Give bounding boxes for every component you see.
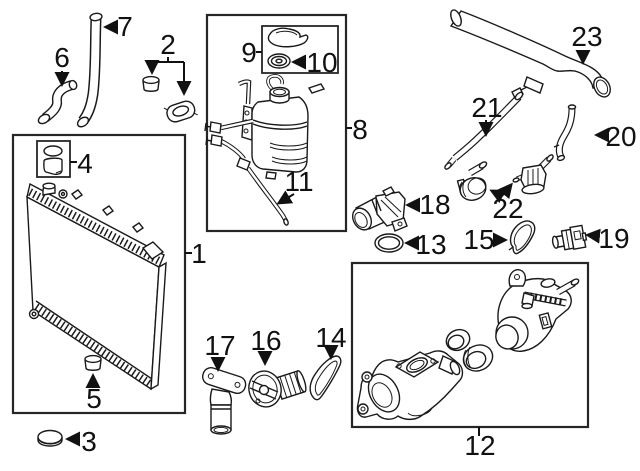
callout-23[interactable]: 23 [571, 21, 603, 65]
callout-14-label[interactable]: 14 [315, 322, 346, 353]
gasket-14-drawing [309, 355, 342, 401]
gasket-15-drawing [508, 220, 536, 255]
callout-6-label[interactable]: 6 [54, 42, 70, 73]
outlet-elbow-17-drawing [201, 367, 247, 435]
oring-13-drawing [374, 233, 404, 253]
callout-14[interactable]: 14 [315, 322, 347, 360]
reservoir-tank-drawing [237, 74, 326, 180]
water-inlet-assembly-drawing [495, 269, 580, 352]
callout-1-label[interactable]: 1 [191, 238, 207, 269]
cap-disc-drawing [37, 429, 63, 447]
callout-20-label[interactable]: 20 [605, 121, 636, 152]
callout-17-label[interactable]: 17 [204, 330, 235, 361]
callout-15-label[interactable]: 15 [463, 224, 494, 255]
callout-3-label[interactable]: 3 [81, 426, 97, 457]
callout-19[interactable]: 19 [585, 223, 630, 254]
callout-15[interactable]: 15 [463, 224, 508, 255]
callout-2[interactable]: 2 [144, 29, 192, 96]
callout-13[interactable]: 13 [404, 229, 447, 260]
sensor-19-drawing [551, 224, 588, 251]
callout-8[interactable]: 8 [346, 114, 368, 145]
callout-5-label[interactable]: 5 [86, 383, 102, 414]
callout-23-label[interactable]: 23 [571, 21, 602, 52]
callout-7[interactable]: 7 [103, 11, 133, 42]
callout-18-label[interactable]: 18 [419, 189, 450, 220]
callout-6[interactable]: 6 [54, 42, 70, 87]
seal-ring-large-drawing [462, 344, 494, 372]
callout-11-label[interactable]: 11 [284, 166, 313, 197]
radiator-drawing [26, 182, 167, 391]
water-pipe-group-box [350, 261, 590, 429]
callout-16[interactable]: 16 [250, 325, 282, 366]
callout-17[interactable]: 17 [204, 330, 236, 372]
callout-7-label[interactable]: 7 [117, 11, 133, 42]
hose-20-drawing [553, 104, 577, 162]
callout-22[interactable]: 22 [489, 182, 524, 224]
thermostat-16-drawing [248, 369, 307, 408]
mount-bracket-drawing [163, 100, 198, 123]
radiator-group-box [11, 133, 187, 415]
overflow-hose-drawing [204, 118, 289, 226]
s-hose-drawing [37, 79, 78, 125]
callout-16-label[interactable]: 16 [250, 325, 281, 356]
callout-22-label[interactable]: 22 [492, 193, 523, 224]
callout-13-label[interactable]: 13 [415, 229, 446, 260]
connector-right-drawing [512, 154, 554, 195]
cap-oring-drawing [43, 145, 63, 176]
callout-21[interactable]: 21 [471, 92, 503, 137]
drain-plug-drawing [142, 75, 160, 92]
callout-11[interactable]: 11 [276, 166, 314, 205]
callout-8-label[interactable]: 8 [352, 114, 368, 145]
callout-9-label[interactable]: 9 [241, 37, 257, 68]
callout-9[interactable]: 9 [241, 37, 262, 68]
callout-12[interactable]: 12 [464, 427, 496, 461]
callout-1[interactable]: 1 [185, 238, 207, 269]
callout-19-label[interactable]: 19 [598, 223, 629, 254]
water-pipe-casting-drawing [356, 350, 464, 421]
callout-12-label[interactable]: 12 [464, 430, 495, 461]
callout-4[interactable]: 4 [70, 148, 93, 179]
callout-10-label[interactable]: 10 [306, 47, 337, 78]
callout-20[interactable]: 20 [594, 121, 637, 152]
cap-kit-box [36, 140, 71, 178]
water-outlet-18-drawing [351, 186, 408, 232]
callout-3[interactable]: 3 [65, 426, 97, 457]
callout-2-label[interactable]: 2 [160, 29, 176, 60]
callout-5[interactable]: 5 [85, 373, 102, 414]
water-pipe-23-drawing [449, 9, 611, 98]
connector-left-drawing [456, 161, 488, 201]
upper-radiator-hose-drawing [76, 12, 103, 128]
callout-10[interactable]: 10 [291, 47, 338, 78]
callout-18[interactable]: 18 [405, 189, 451, 220]
callout-21-label[interactable]: 21 [471, 92, 502, 123]
reservoir-group-box [205, 13, 348, 233]
reservoir-cap-drawing [267, 27, 309, 48]
reservoir-cap-box [261, 25, 339, 74]
lower-plug-drawing [84, 354, 102, 371]
reservoir-cap-seal-drawing [267, 53, 291, 69]
seal-ring-small-drawing [445, 328, 471, 352]
callout-4-label[interactable]: 4 [77, 148, 93, 179]
